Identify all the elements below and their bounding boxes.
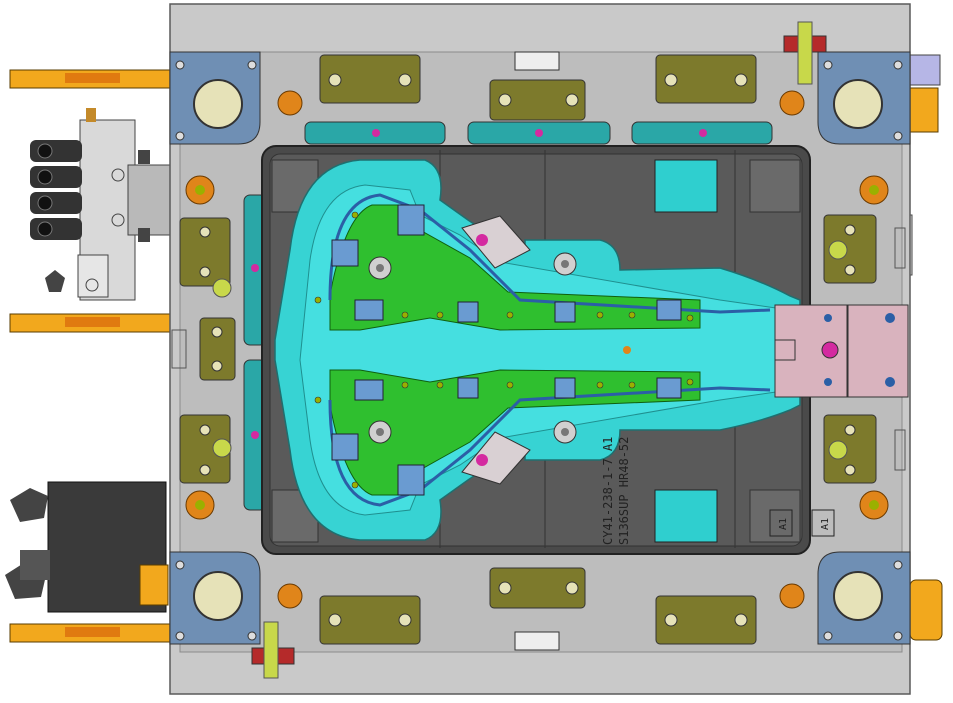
revision-mark-2: A1 bbox=[820, 518, 831, 530]
slider-pads bbox=[179, 54, 877, 645]
edge-details bbox=[171, 227, 906, 471]
hydraulic-cylinder bbox=[5, 481, 169, 613]
revision-mark-1: A1 bbox=[778, 518, 789, 530]
guide-pins bbox=[251, 21, 827, 679]
lifter-block bbox=[774, 304, 909, 398]
molded-part bbox=[274, 159, 801, 541]
left-ejector-rods bbox=[9, 69, 171, 643]
valve-manifold bbox=[30, 108, 171, 301]
insert-blocks bbox=[271, 150, 801, 548]
revision-marks: A1 A1 bbox=[769, 509, 835, 537]
part-engraving: CY41-238-1-7 A1 S136SUP HR48-52 bbox=[601, 437, 631, 545]
cooling-strips bbox=[243, 121, 773, 511]
orange-bolts bbox=[185, 90, 889, 609]
corner-blocks bbox=[169, 51, 911, 645]
slider-blocks bbox=[461, 215, 531, 485]
spec-text: S136SUP HR48-52 bbox=[617, 437, 631, 545]
part-number-text: CY41-238-1-7 A1 bbox=[601, 437, 615, 545]
